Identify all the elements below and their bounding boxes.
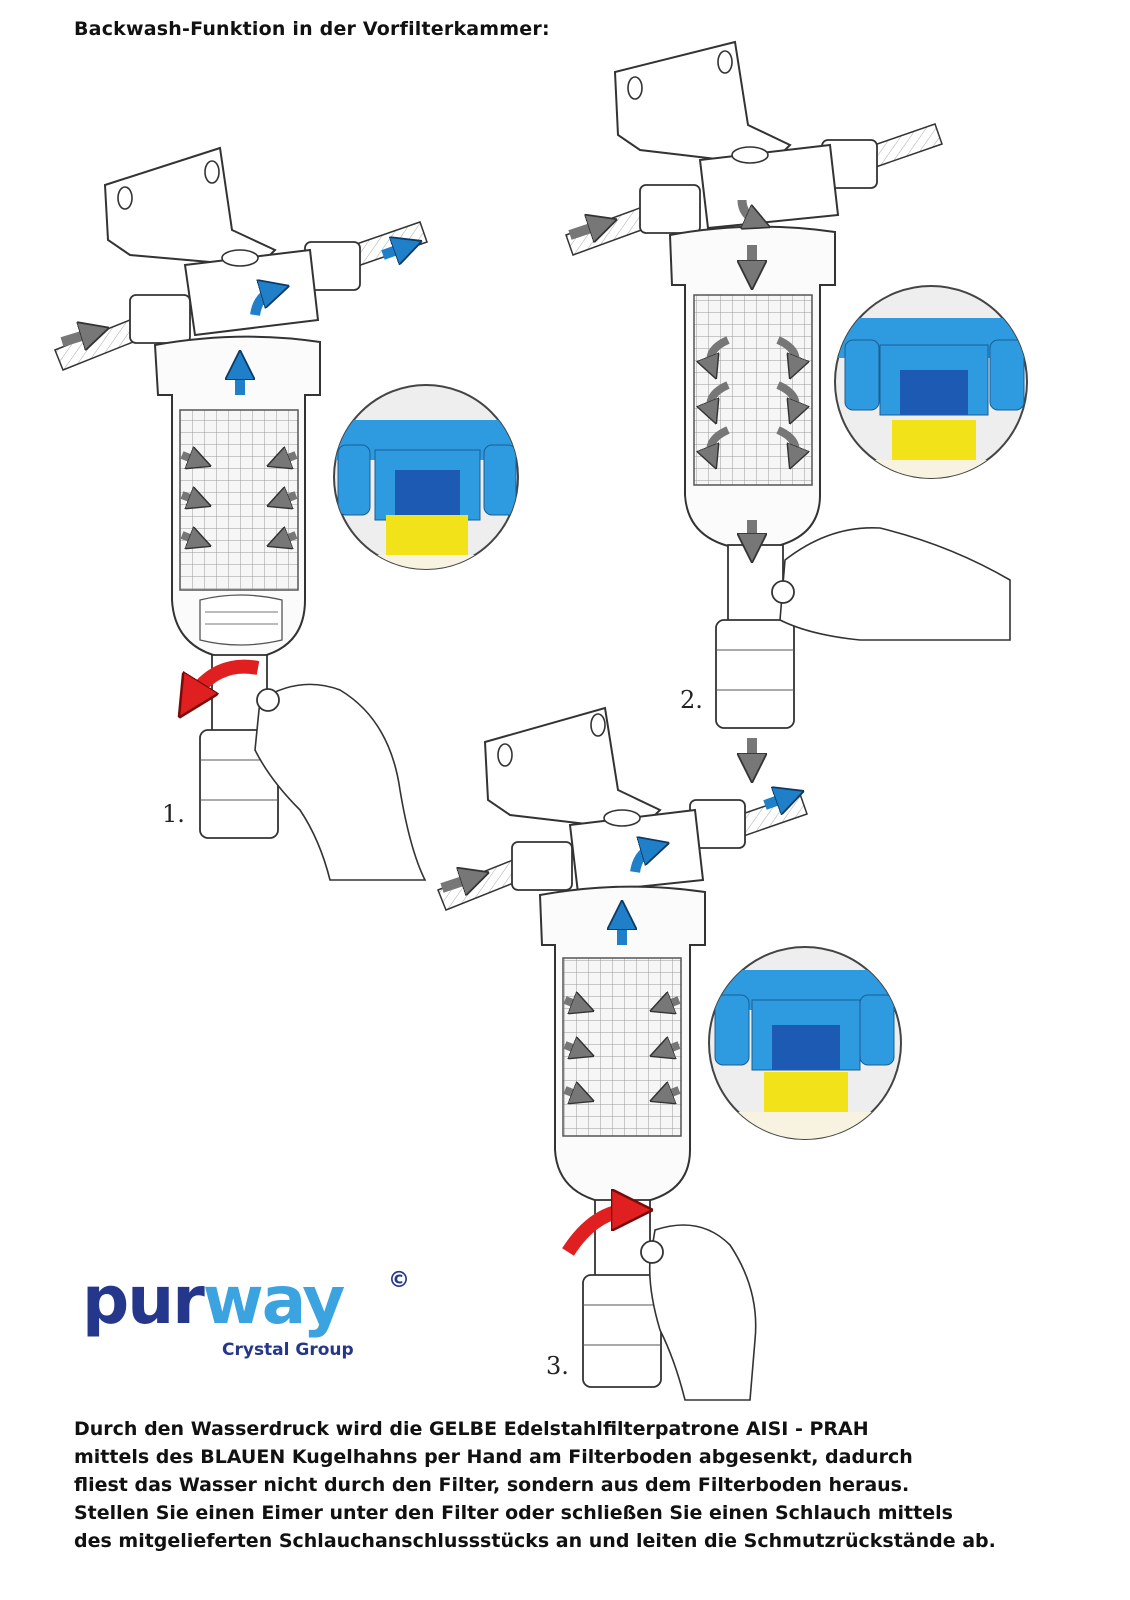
curve-arrow-1 xyxy=(250,290,275,316)
instruction-line: des mitgelieferten Schlauchanschlussstüc… xyxy=(74,1530,996,1552)
detail-circle-1 xyxy=(333,384,519,570)
mesh-arrows-3 xyxy=(563,1000,681,1097)
mounting-bracket-1 xyxy=(103,146,277,267)
step-label-1: 1. xyxy=(162,800,185,828)
logo-subtitle: Crystal Group xyxy=(222,1340,354,1360)
inflow-arrow-1 xyxy=(60,332,95,342)
mounting-bracket-2 xyxy=(613,40,792,161)
hand-1 xyxy=(254,683,427,881)
instruction-line: fliest das Wasser nicht durch den Filter… xyxy=(74,1474,910,1496)
filter-unit-1 xyxy=(54,146,519,881)
logo-pur: pur xyxy=(82,1262,205,1339)
valve-handle-2 xyxy=(771,580,795,604)
copyright-symbol: © xyxy=(388,1268,410,1293)
mounting-bracket-3 xyxy=(483,706,662,826)
inflow-arrow-2 xyxy=(568,224,603,235)
inflow-arrow-3 xyxy=(440,877,475,888)
instruction-line: Stellen Sie einen Eimer unter den Filter… xyxy=(74,1502,953,1524)
curve-arrow-3 xyxy=(630,847,655,873)
rotate-arrow-1 xyxy=(190,659,260,700)
valve-handle-1 xyxy=(256,688,280,712)
detail-circle-2 xyxy=(834,285,1028,479)
filter-head-2 xyxy=(698,143,840,230)
rotate-arrow-3 xyxy=(562,1210,632,1256)
outflow-arrow-3 xyxy=(763,796,790,805)
inlet-coupling-1 xyxy=(129,294,191,344)
mesh-arrows-2 xyxy=(710,336,795,458)
logo-way: way xyxy=(202,1262,346,1339)
mesh-arrows-1 xyxy=(180,455,298,542)
hand-3 xyxy=(648,1224,757,1401)
instruction-line: Durch den Wasserdruck wird die GELBE Ede… xyxy=(74,1418,869,1440)
valve-handle-3 xyxy=(640,1240,664,1264)
step-label-2: 2. xyxy=(680,686,703,714)
purway-logo: purway © Crystal Group xyxy=(82,1268,422,1378)
page-title: Backwash-Funktion in der Vorfilterkammer… xyxy=(74,18,550,40)
curve-arrow-2 xyxy=(737,199,758,222)
inlet-coupling-2 xyxy=(639,184,701,234)
outflow-arrow-1 xyxy=(381,246,408,255)
hand-2 xyxy=(779,526,1011,641)
filter-head-1 xyxy=(183,248,320,337)
instruction-text: Durch den Wasserdruck wird die GELBE Ede… xyxy=(74,1415,1064,1555)
detail-circle-3 xyxy=(708,946,902,1140)
logo-wordmark: purway xyxy=(82,1268,345,1334)
inlet-coupling-3 xyxy=(511,841,573,891)
filter-unit-2 xyxy=(565,40,1028,768)
filter-unit-3 xyxy=(437,706,902,1401)
instruction-line: mittels des BLAUEN Kugelhahns per Hand a… xyxy=(74,1446,913,1468)
drain-connector-3 xyxy=(582,1274,662,1388)
drain-connector-2 xyxy=(715,619,795,729)
step-label-3: 3. xyxy=(546,1352,569,1380)
